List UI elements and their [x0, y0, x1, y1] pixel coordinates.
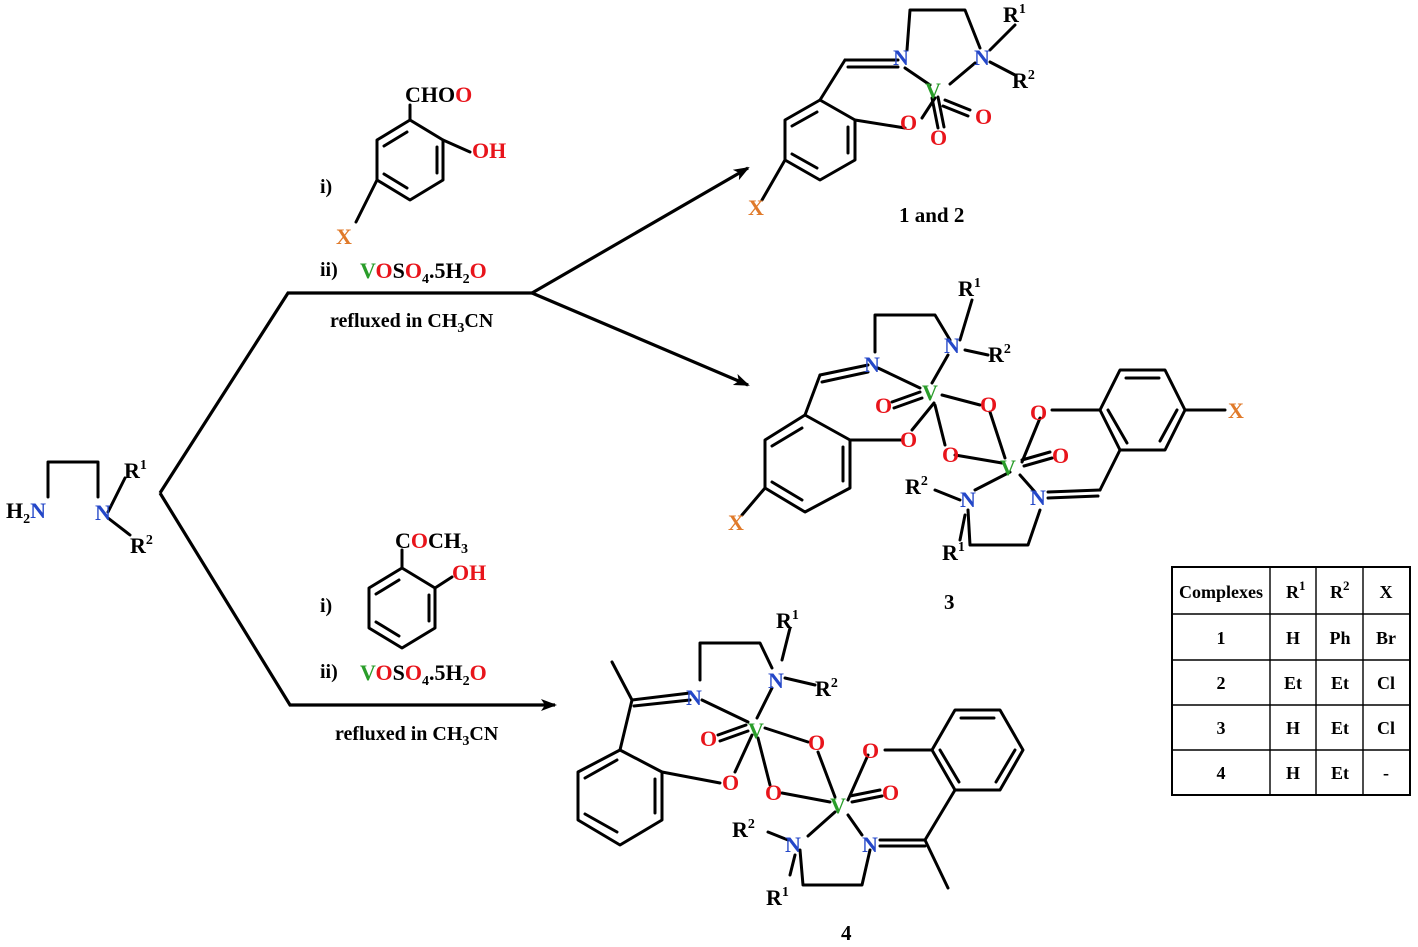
svg-text:O: O	[1052, 443, 1069, 468]
starting-diamine: H2N N R1 R2	[6, 458, 153, 558]
svg-text:CHOO: CHOO	[405, 82, 472, 107]
step-ii-lower: ii)	[320, 661, 338, 683]
svg-text:R2: R2	[130, 533, 153, 558]
product-1-and-2: N N V O O O X R1 R2 1 and 2	[748, 2, 1035, 227]
table-row: 4 H Et -	[1217, 763, 1390, 783]
svg-text:R2: R2	[988, 342, 1011, 367]
svg-text:X: X	[336, 224, 352, 249]
compound-label-1-and-2: 1 and 2	[899, 203, 964, 227]
svg-text:O: O	[975, 104, 992, 129]
svg-text:R1: R1	[1003, 2, 1026, 27]
svg-text:N: N	[960, 487, 976, 512]
svg-text:O: O	[900, 110, 917, 135]
svg-text:Et: Et	[1284, 673, 1302, 693]
compound-label-3: 3	[944, 590, 955, 614]
step-ii-upper: ii)	[320, 259, 338, 281]
table-row: 3 H Et Cl	[1217, 718, 1396, 738]
svg-text:R1: R1	[942, 540, 965, 565]
svg-text:3: 3	[1217, 718, 1226, 738]
svg-text:O: O	[765, 780, 782, 805]
table-header-r2: R2	[1330, 578, 1350, 602]
svg-text:N: N	[785, 832, 801, 857]
svg-text:H: H	[1286, 628, 1300, 648]
svg-text:X: X	[1228, 398, 1244, 423]
table-row: 1 H Ph Br	[1217, 628, 1397, 648]
svg-text:O: O	[930, 125, 947, 150]
svg-text:O: O	[882, 780, 899, 805]
svg-text:R1: R1	[776, 608, 799, 633]
step-i-lower: i)	[320, 595, 332, 617]
svg-text:refluxed in CH3CN: refluxed in CH3CN	[335, 723, 499, 749]
svg-text:R1: R1	[766, 885, 789, 910]
svg-text:N: N	[1030, 485, 1046, 510]
svg-text:H2N: H2N	[6, 498, 46, 527]
table-header-x: X	[1380, 582, 1393, 602]
svg-text:Et: Et	[1331, 673, 1349, 693]
svg-text:X: X	[728, 510, 744, 535]
substituent-table: Complexes R1 R2 X 1 H Ph Br 2 Et Et Cl 3…	[1171, 566, 1411, 796]
product-4: N N V O O O O V O O N N R1 R2 R2 R1 4	[576, 608, 1025, 945]
svg-text:O: O	[808, 730, 825, 755]
svg-text:O: O	[980, 392, 997, 417]
lower-reagents: i) COCH3 OH ii) VOSO4.5H2O refluxed in C…	[320, 528, 499, 749]
svg-text:N: N	[95, 500, 111, 525]
svg-text:-: -	[1383, 763, 1389, 783]
svg-text:O: O	[862, 738, 879, 763]
svg-text:R1: R1	[958, 276, 981, 301]
svg-text:1: 1	[1217, 628, 1226, 648]
svg-text:O: O	[722, 770, 739, 795]
svg-text:R2: R2	[732, 817, 755, 842]
svg-text:O: O	[875, 393, 892, 418]
svg-text:N: N	[862, 832, 878, 857]
step-i-upper: i)	[320, 176, 332, 198]
svg-text:O: O	[942, 442, 959, 467]
svg-text:N: N	[768, 668, 784, 693]
svg-text:H: H	[1286, 763, 1300, 783]
svg-text:Br: Br	[1376, 628, 1396, 648]
svg-text:Cl: Cl	[1377, 718, 1395, 738]
svg-text:refluxed in CH3CN: refluxed in CH3CN	[330, 310, 494, 336]
svg-text:N: N	[864, 352, 880, 377]
product-3: N N V O O O O V O O N N X X R1 R2 R2 R1 …	[728, 276, 1244, 614]
svg-text:OH: OH	[452, 560, 486, 585]
svg-text:O: O	[1030, 400, 1047, 425]
table-header-r1: R1	[1286, 578, 1306, 602]
svg-text:H: H	[1286, 718, 1300, 738]
svg-text:VOSO4.5H2O: VOSO4.5H2O	[360, 660, 487, 689]
svg-text:N: N	[686, 685, 702, 710]
reaction-arrows	[158, 166, 750, 711]
svg-text:V: V	[922, 380, 938, 405]
compound-label-4: 4	[841, 921, 852, 945]
svg-text:Cl: Cl	[1377, 673, 1395, 693]
table-header-complexes: Complexes	[1179, 582, 1263, 602]
table-row: 2 Et Et Cl	[1217, 673, 1396, 693]
upper-reagents: i) CHOO OH X ii) VOSO4.5H2O refluxed in …	[320, 82, 506, 336]
svg-text:V: V	[1000, 455, 1016, 480]
svg-text:N: N	[944, 333, 960, 358]
svg-text:V: V	[830, 793, 846, 818]
svg-text:Et: Et	[1331, 763, 1349, 783]
svg-text:OH: OH	[472, 138, 506, 163]
svg-text:Ph: Ph	[1329, 628, 1350, 648]
svg-text:R2: R2	[815, 676, 838, 701]
svg-text:Et: Et	[1331, 718, 1349, 738]
svg-text:N: N	[974, 45, 990, 70]
svg-text:N: N	[893, 45, 909, 70]
svg-text:V: V	[925, 78, 941, 103]
svg-text:X: X	[748, 195, 764, 220]
svg-text:V: V	[748, 718, 764, 743]
svg-text:O: O	[700, 726, 717, 751]
svg-text:R2: R2	[905, 474, 928, 499]
svg-text:2: 2	[1217, 673, 1226, 693]
svg-text:O: O	[900, 427, 917, 452]
svg-text:COCH3: COCH3	[395, 528, 468, 557]
svg-text:VOSO4.5H2O: VOSO4.5H2O	[360, 258, 487, 287]
svg-text:4: 4	[1217, 763, 1226, 783]
svg-text:R1: R1	[124, 458, 147, 483]
svg-text:R2: R2	[1012, 68, 1035, 93]
